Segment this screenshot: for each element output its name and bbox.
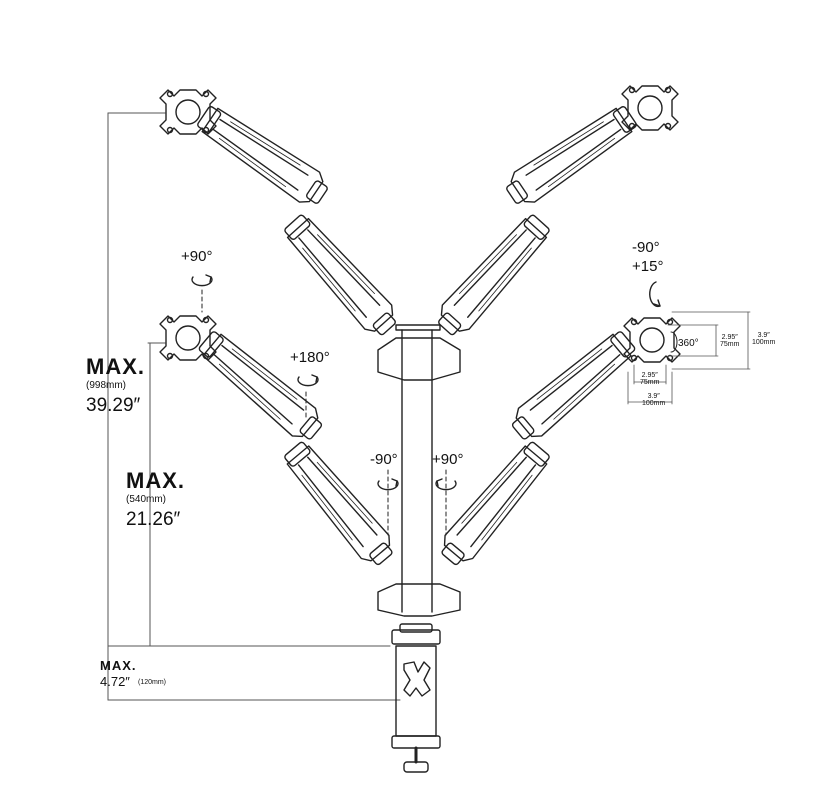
lower-right-arm	[434, 325, 641, 572]
total-height-mm: (998mm)	[86, 380, 127, 391]
rotation-arrow-icon	[435, 469, 457, 536]
lower-height-mm: (540mm)	[126, 494, 167, 505]
clamp-max-mm: (120mm)	[138, 679, 167, 686]
rotation-arrow-icon	[649, 281, 661, 308]
central-pole	[377, 324, 461, 617]
middle-swivel-label: +180°	[290, 349, 330, 366]
rotation-arrow-icon	[377, 469, 399, 536]
vesa-large-vertical: 3.9″ 100mm	[752, 332, 776, 347]
vesa-plate-icon	[159, 89, 217, 135]
right-tilt-down-label: -90°	[632, 239, 660, 256]
lower-height-inch: 21.26″	[126, 509, 181, 530]
clamp-max-inch: 4.72″	[100, 674, 130, 689]
rotation-arrow-icon	[297, 374, 319, 421]
pole-right-rotation-label: +90°	[432, 451, 464, 468]
vesa-rotation-label: 360°	[678, 338, 699, 349]
dimension-lines	[107, 112, 401, 701]
rotation-arrow-icon	[191, 274, 213, 313]
total-height-inch: 39.29″	[86, 395, 141, 416]
upper-left-arm	[192, 99, 404, 342]
pole-left-rotation-label: -90°	[370, 451, 398, 468]
upper-left-tilt-label: +90°	[181, 248, 213, 265]
total-height-label: MAX.	[86, 354, 145, 379]
desk-clamp-icon	[391, 623, 441, 773]
right-tilt-up-label: +15°	[632, 258, 664, 275]
rotation-arrow-icon	[670, 331, 678, 353]
vesa-small-horizontal: 2.95″ 75mm	[640, 372, 660, 387]
vesa-dimension-lines	[627, 311, 751, 405]
lower-height-label: MAX.	[126, 468, 185, 493]
vesa-plate-icon	[621, 85, 679, 131]
clamp-max-label: MAX.	[100, 658, 137, 673]
vesa-small-vertical: 2.95″ 75mm	[720, 334, 740, 349]
upper-right-arm	[430, 99, 642, 342]
vesa-large-horizontal: 3.9″ 100mm	[642, 393, 666, 408]
